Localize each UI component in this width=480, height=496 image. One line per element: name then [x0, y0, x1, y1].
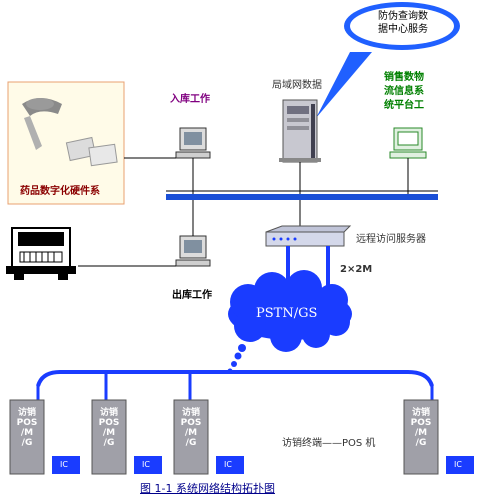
pos-4-line2: POS	[410, 418, 432, 428]
pos-1-line3: /M	[20, 428, 34, 438]
pos-machine-4	[403, 399, 474, 475]
outbound-label: 出库工作	[172, 290, 212, 301]
pos-machine-3	[173, 399, 244, 475]
pos-machine-2	[91, 399, 162, 475]
sales-label-3: 统平台工	[384, 100, 424, 111]
data-center-bubble	[316, 2, 460, 118]
truck	[6, 227, 76, 280]
pos-4-line4: /G	[415, 438, 427, 448]
pos-3-line2: POS	[180, 418, 202, 428]
remote-access-server	[265, 225, 352, 247]
lan-server	[279, 99, 321, 163]
pos-2-line4: /G	[103, 438, 115, 448]
connection-lines	[78, 157, 409, 267]
link-label: 2×2M	[340, 264, 373, 275]
inbound-label: 入库工作	[170, 94, 210, 105]
link-left	[286, 246, 290, 288]
bubble-line-1: 防伪查询数	[378, 11, 428, 22]
pos-1-text: 访销 POS /M /G	[10, 408, 44, 448]
sales-label-2: 流信息系	[384, 86, 424, 97]
outbound-pc	[175, 235, 211, 267]
hardware-system-box	[7, 81, 125, 205]
terminal-branch	[36, 370, 434, 387]
inbound-pc	[175, 127, 211, 159]
pos-1-line4: /G	[21, 438, 33, 448]
pos-3-text: 访销 POS /M /G	[174, 408, 208, 448]
ic-1-label: IC	[60, 460, 68, 469]
figure-caption: 图 1-1 系统网络结构拓扑图	[140, 482, 275, 495]
sales-pc	[389, 127, 427, 159]
remote-server-label: 远程访问服务器	[356, 234, 426, 245]
terminal-label: 访销终端——POS 机	[282, 438, 376, 449]
pstn-cloud	[227, 270, 352, 374]
pos-1-line1: 访销	[17, 408, 36, 418]
cloud-label: PSTN/GS	[256, 306, 318, 321]
pos-2-text: 访销 POS /M /G	[92, 408, 126, 448]
network-bus	[166, 194, 438, 200]
pos-2-line2: POS	[98, 418, 120, 428]
bubble-text: 防伪查询数 据中心服务	[368, 10, 438, 36]
pos-2-line1: 访销	[99, 408, 118, 418]
pos-4-line1: 访销	[411, 408, 430, 418]
lan-data-label: 局域网数据	[272, 80, 322, 91]
ic-4-label: IC	[454, 460, 462, 469]
pos-3-line4: /G	[185, 438, 197, 448]
hardware-label: 药品数字化硬件系	[20, 186, 100, 197]
pos-3-line3: /M	[184, 428, 198, 438]
ic-3-label: IC	[224, 460, 232, 469]
sales-label-1: 销售数物	[384, 72, 424, 83]
link-right	[326, 246, 330, 288]
bubble-line-2: 据中心服务	[378, 24, 428, 35]
terminal-drops	[36, 372, 434, 400]
pos-4-text: 访销 POS /M /G	[404, 408, 438, 448]
pos-machine-1	[9, 399, 80, 475]
pos-3-line1: 访销	[181, 408, 200, 418]
pos-2-line3: /M	[102, 428, 116, 438]
pos-4-line3: /M	[414, 428, 428, 438]
ic-2-label: IC	[142, 460, 150, 469]
pos-1-line2: POS	[16, 418, 38, 428]
